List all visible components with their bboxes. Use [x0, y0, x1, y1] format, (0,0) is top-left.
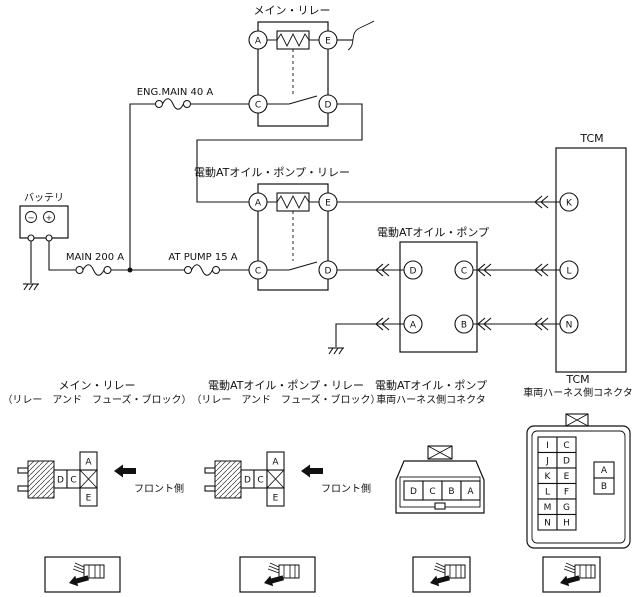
main-relay-connector-view: メイン・リレー （リレー アンド フューズ・ブロック） D C A E フロント… [2, 379, 192, 507]
battery-label: バッテリ [24, 192, 64, 204]
detail-pin-d: D [57, 476, 64, 486]
tcm-pin-g: G [563, 503, 570, 513]
tcm-label: TCM [579, 132, 603, 145]
ground-symbol-pump [327, 347, 345, 355]
detail-pin-b: B [448, 487, 454, 497]
detail-subtitle: 車両ハーネス側コネクタ [523, 386, 633, 399]
front-side-label: フロント側 [134, 482, 184, 495]
detail-pin-c: C [70, 476, 76, 486]
detail-pin-d: D [244, 476, 251, 486]
main-relay-terminal-d: D [325, 101, 332, 111]
connector-photo-icon [67, 562, 105, 589]
pump-relay-label: 電動ATオイル・ポンプ・リレー [194, 165, 350, 179]
pump-relay-symbol: 電動ATオイル・ポンプ・リレー A E C D [194, 165, 350, 291]
tcm-pin-n: N [544, 519, 551, 529]
front-direction-arrow [114, 464, 136, 478]
battery-minus-sign: − [28, 214, 35, 223]
main-relay-label: メイン・リレー [254, 4, 331, 17]
battery-symbol: バッテリ − + [19, 192, 69, 242]
detail-subtitle: （リレー アンド フューズ・ブロック） [2, 393, 191, 406]
tcm-terminal-k: K [566, 199, 573, 209]
tcm-pin-m: M [544, 503, 552, 513]
detail-pin-a: A [272, 458, 279, 468]
pump-relay-terminal-a: A [255, 199, 262, 209]
detail-pin-c: C [429, 487, 435, 497]
detail-pin-d: D [410, 487, 417, 497]
pump-relay-terminal-d: D [325, 267, 332, 277]
main-relay-terminal-c: C [255, 101, 261, 111]
detail-pin-a: A [467, 487, 474, 497]
tcm-pin-c: C [563, 441, 569, 451]
tcm-symbol: TCM K L N [555, 132, 627, 373]
pump-terminal-c: C [461, 267, 467, 277]
tcm-pin-e: E [564, 472, 570, 482]
fuse-main: MAIN 200 A [66, 252, 124, 276]
wiring [22, 20, 560, 355]
tcm-pin-d: D [563, 457, 570, 467]
tcm-pin-b: B [601, 482, 607, 492]
tcm-pin-k: K [545, 472, 552, 482]
pump-symbol: 電動ATオイル・ポンプ D C A B [377, 225, 489, 353]
pump-label: 電動ATオイル・ポンプ [377, 225, 489, 239]
tcm-pin-i: I [546, 441, 549, 451]
ground-symbol-battery [22, 283, 40, 291]
pump-terminal-b: B [461, 321, 467, 331]
tcm-pin-a: A [601, 466, 608, 476]
circuit-continuation-break [347, 20, 375, 51]
connector-photo-icon [558, 562, 596, 589]
pump-relay-terminal-c: C [255, 267, 261, 277]
front-direction-arrow [301, 464, 323, 478]
fuse-eng-main: ENG.MAIN 40 A [137, 87, 214, 110]
fuse-at-pump-label: AT PUMP 15 A [168, 252, 237, 263]
fuse-main-label: MAIN 200 A [66, 252, 124, 263]
main-relay-symbol: メイン・リレー A E C D [248, 4, 338, 127]
detail-pin-e: E [273, 494, 279, 504]
connector-photo-icon [428, 562, 466, 589]
detail-pin-c: C [257, 476, 263, 486]
pump-relay-connector-view: 電動ATオイル・ポンプ・リレー （リレー アンド フューズ・ブロック） D C … [191, 378, 381, 507]
pump-connector-view: 電動ATオイル・ポンプ 車両ハーネス側コネクタ D C B A [375, 378, 487, 514]
detail-subtitle: （リレー アンド フューズ・ブロック） [191, 393, 380, 406]
pump-terminal-a: A [410, 321, 417, 331]
tcm-terminal-n: N [566, 321, 573, 331]
detail-title: TCM [565, 373, 589, 386]
front-side-label: フロント側 [321, 482, 371, 495]
fuse-eng-main-label: ENG.MAIN 40 A [137, 87, 214, 98]
detail-title: 電動ATオイル・ポンプ・リレー [208, 378, 364, 392]
battery-plus-sign: + [46, 214, 53, 223]
fuse-at-pump: AT PUMP 15 A [168, 252, 238, 276]
pump-relay-terminal-e: E [325, 199, 331, 209]
main-relay-terminal-a: A [255, 37, 262, 47]
junction-dot [127, 267, 133, 273]
pump-terminal-d: D [410, 267, 417, 277]
connector-photo-icon [262, 562, 300, 589]
detail-subtitle: 車両ハーネス側コネクタ [376, 393, 486, 406]
tcm-pin-l: L [545, 488, 550, 498]
detail-title: 電動ATオイル・ポンプ [375, 378, 487, 392]
view-photo-icons [44, 556, 601, 593]
detail-title: メイン・リレー [59, 379, 136, 392]
tcm-connector-view: TCM 車両ハーネス側コネクタ I J K L M N C D E F G H … [523, 373, 633, 549]
detail-pin-e: E [86, 494, 92, 504]
detail-pin-a: A [85, 458, 92, 468]
tcm-terminal-l: L [566, 267, 571, 277]
tcm-pin-f: F [564, 488, 569, 498]
tcm-pin-h: H [563, 519, 570, 529]
tcm-pin-j: J [545, 457, 549, 467]
main-relay-terminal-e: E [325, 37, 331, 47]
